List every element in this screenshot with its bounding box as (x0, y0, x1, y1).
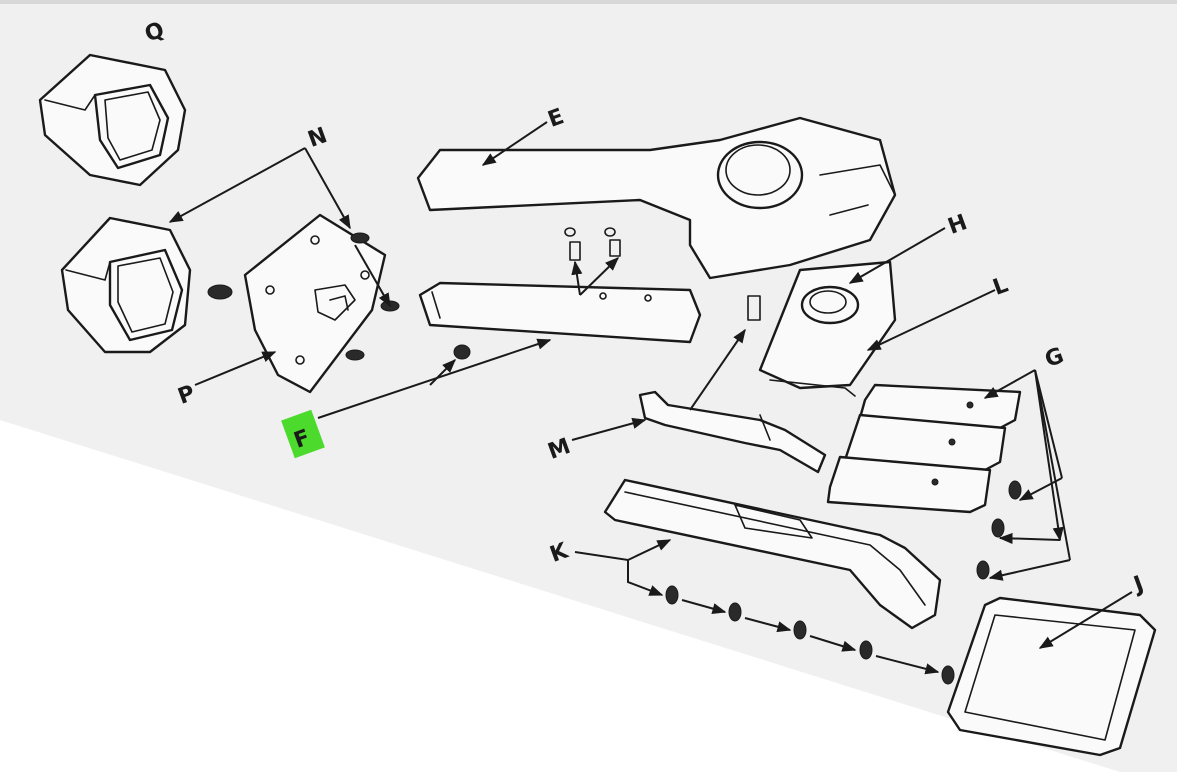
springs (564, 227, 761, 321)
part-n-cap (60, 216, 192, 354)
part-f-bar (418, 281, 702, 344)
highlight-f-box (281, 409, 325, 459)
label-p: P (175, 381, 199, 410)
screws-g-k (665, 480, 1022, 685)
part-h-housing (758, 260, 897, 397)
leader-lines (168, 121, 1133, 675)
part-k-frame (603, 478, 942, 630)
part-p-plate (243, 213, 387, 394)
part-q-cap (38, 53, 187, 187)
part-g-pads (826, 383, 1022, 514)
part-e-arm (416, 116, 897, 280)
background-plate-top-edge (0, 0, 1177, 4)
part-m-lever (638, 390, 827, 474)
screws-p (207, 232, 471, 361)
part-j-tray (946, 596, 1157, 757)
